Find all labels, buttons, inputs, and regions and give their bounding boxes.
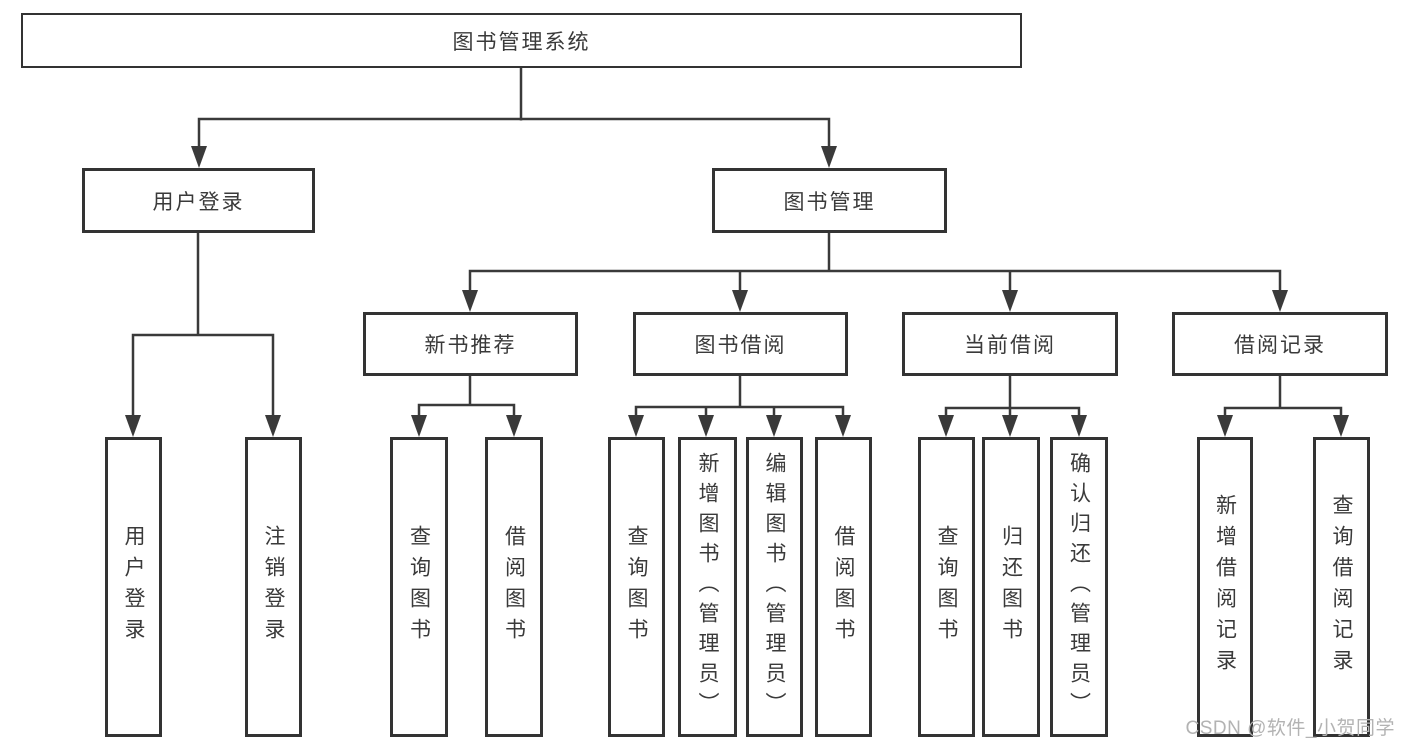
node-leaf-borrow-books-1: 借阅图书 xyxy=(485,437,543,737)
node-leaf-confirm-return-admin: 确认归还（管理员） xyxy=(1050,437,1108,737)
node-borrowing-records: 借阅记录 xyxy=(1172,312,1388,376)
node-leaf-user-login: 用户登录 xyxy=(105,437,162,737)
connector-root xyxy=(197,68,831,152)
node-leaf-add-book-admin: 新增图书（管理员） xyxy=(678,437,737,737)
connector-current-borrow xyxy=(944,375,1081,421)
connector-borrow-records xyxy=(1223,375,1343,421)
node-leaf-borrow-books-2: 借阅图书 xyxy=(815,437,872,737)
node-leaf-query-books-3: 查询图书 xyxy=(918,437,975,737)
node-leaf-query-books-2: 查询图书 xyxy=(608,437,665,737)
node-leaf-logout: 注销登录 xyxy=(245,437,302,737)
node-book-management: 图书管理 xyxy=(712,168,947,233)
connector-book-management xyxy=(468,233,1282,296)
node-library-management-system: 图书管理系统 xyxy=(21,13,1022,68)
connector-user-login xyxy=(131,233,275,421)
arrowheads xyxy=(125,146,1349,437)
node-leaf-add-borrow-record: 新增借阅记录 xyxy=(1197,437,1253,737)
csdn-watermark: CSDN @软件_小贺同学 xyxy=(1185,718,1395,739)
node-user-login: 用户登录 xyxy=(82,168,315,233)
node-new-book-recommend: 新书推荐 xyxy=(363,312,578,376)
node-leaf-return-books: 归还图书 xyxy=(982,437,1040,737)
node-leaf-edit-book-admin: 编辑图书（管理员） xyxy=(746,437,803,737)
connector-book-borrow xyxy=(634,375,845,421)
node-leaf-query-borrow-record: 查询借阅记录 xyxy=(1313,437,1370,737)
node-book-borrowing: 图书借阅 xyxy=(633,312,848,376)
connector-new-book xyxy=(417,375,516,421)
node-leaf-query-books-1: 查询图书 xyxy=(390,437,448,737)
node-current-borrowing: 当前借阅 xyxy=(902,312,1118,376)
